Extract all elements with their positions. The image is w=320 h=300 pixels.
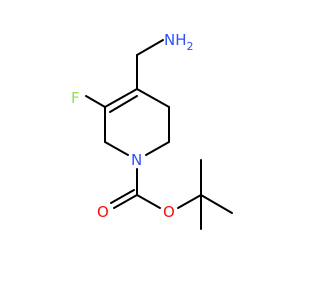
bond-carbonyl-ester-o — [136, 194, 161, 209]
bond-c3-c4 — [136, 88, 170, 108]
amine-nitrogen-label: NH2 — [164, 31, 194, 53]
bond-n1-c2 — [145, 141, 170, 156]
bond-carbonyl-o — [113, 194, 138, 209]
bond-lines — [85, 39, 233, 230]
atom-labels: NH2 F N O O — [71, 31, 194, 221]
bond-ester-o-cq — [177, 194, 202, 209]
ring-nitrogen-label: N — [131, 151, 142, 169]
fluorine-label: F — [71, 89, 80, 107]
ester-oxygen-label: O — [163, 203, 175, 221]
bond-carbonyl-o-double — [110, 189, 135, 204]
bond-c6-n1 — [104, 141, 129, 156]
carbonyl-oxygen-label: O — [97, 203, 109, 221]
molecule-structure: NH2 F N O O — [71, 31, 233, 230]
bond-c5-f — [85, 95, 106, 108]
bond-ch2-nh2 — [136, 39, 164, 56]
bond-cq-methyl-right — [200, 194, 233, 214]
bond-c4-c5 — [104, 88, 138, 108]
bond-c4-c5-double — [109, 95, 138, 113]
